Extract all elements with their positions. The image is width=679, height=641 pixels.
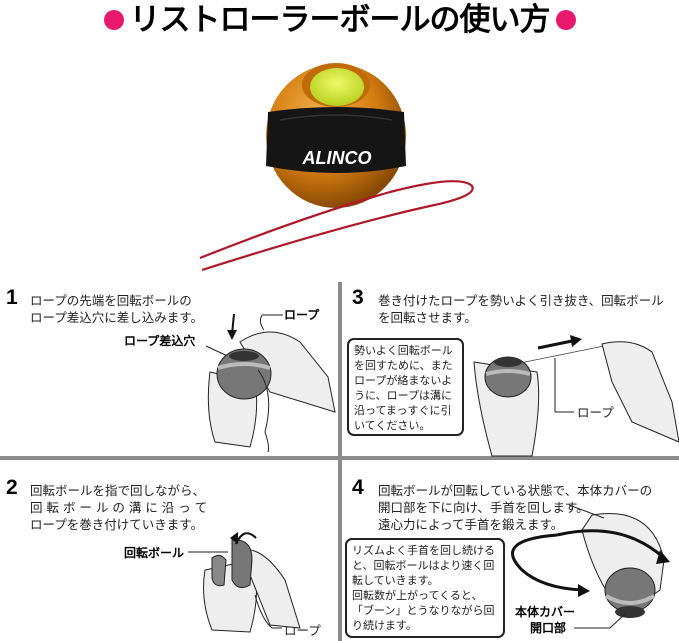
tip-note-box: 勢いよく回転ボール を回すために、また ロープが絡まないよ うに、ロープは溝に … [347, 338, 464, 436]
step-2-wind-rope-illustration [188, 532, 301, 633]
wrist-roller-ball-illustration: ALINCO [199, 63, 474, 272]
tip-note-box: リズムよく手首を回し続ける と、回転ボールはより速く回 転していきます。 回転数… [345, 538, 505, 638]
callout-opening: 開口部 [530, 621, 567, 635]
step-4-panel: 4 回転ボールが回転している状態で、本体カバーの 開口部を下に向け、手首を回しま… [342, 460, 679, 641]
grid-divider-vertical [338, 282, 342, 641]
callout-rope: ロープ [284, 308, 320, 322]
step-4-wrist-rotation-illustration [511, 504, 670, 629]
callout-body-cover: 本体カバー [515, 605, 576, 619]
step-2-panel: 2 回転ボールを指で回しながら、 回 転 ボ ー ル の 溝 に 沿 っ て ロ… [0, 460, 338, 641]
grid-divider-horizontal [0, 456, 679, 460]
step-3-panel: 3 巻き付けたロープを勢いよく引き抜き、回転ボール を回転させます。 勢いよく回… [342, 282, 679, 457]
svg-text:ALINCO: ALINCO [302, 148, 372, 168]
page-title: リストローラーボールの使い方 [0, 0, 679, 40]
step-number: 2 [6, 476, 18, 499]
pink-dot-icon [555, 10, 576, 30]
step-instruction: 回転ボールを指で回しながら、 回 転 ボ ー ル の 溝 に 沿 っ て ロープ… [30, 483, 208, 532]
step-instruction: 巻き付けたロープを勢いよく引き抜き、回転ボール を回転させます。 [378, 293, 664, 325]
step-number: 3 [352, 286, 364, 309]
title-text: リストローラーボールの使い方 [129, 2, 551, 38]
step-3-pull-rope-illustration [473, 335, 679, 457]
pink-dot-icon [103, 10, 124, 30]
step-number: 1 [6, 286, 18, 309]
step-number: 4 [352, 476, 364, 499]
step-instruction: 回転ボールが回転している状態で、本体カバーの 開口部を下に向け、手首を回します。… [378, 483, 653, 532]
callout-rope: ロープ [577, 405, 614, 420]
callout-rotating-ball: 回転ボール [124, 546, 185, 560]
step-1-hands-illustration [205, 313, 336, 453]
product-image: ALINCO [180, 40, 500, 280]
step-1-panel: 1 ロープの先端を回転ボールの ロープ差込穴に差し込みます。 ロープ差込穴 ロー… [0, 282, 338, 456]
step-instruction: ロープの先端を回転ボールの ロープ差込穴に差し込みます。 [30, 293, 204, 325]
callout-rope-hole: ロープ差込穴 [124, 334, 196, 348]
